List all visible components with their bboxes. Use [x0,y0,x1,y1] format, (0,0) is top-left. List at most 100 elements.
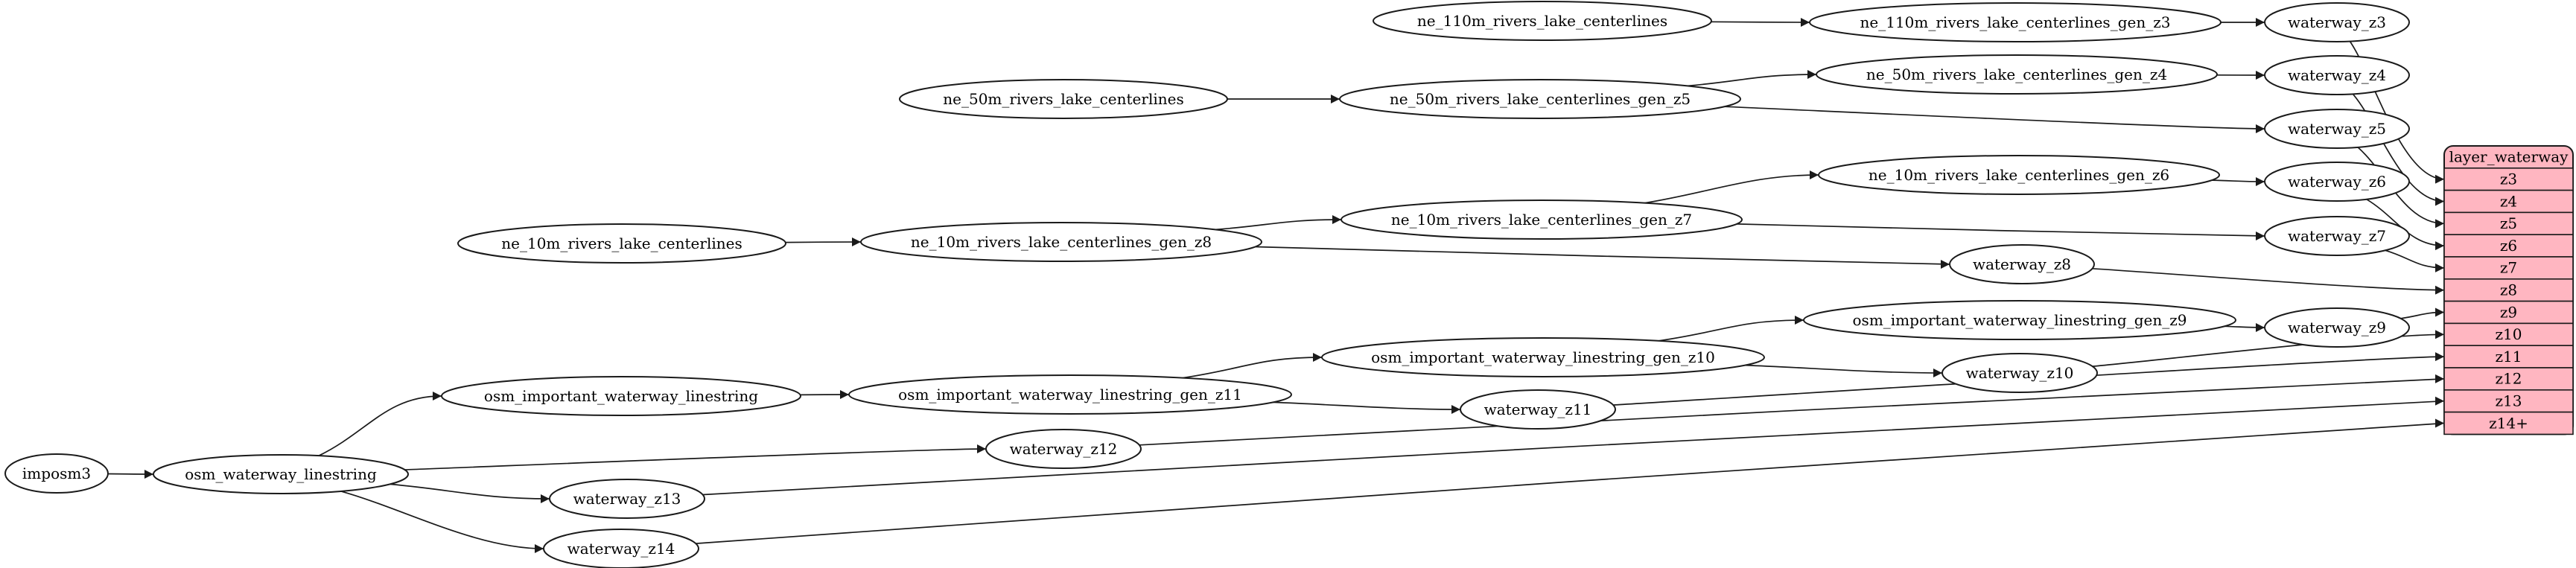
edge-waterway_z7-to-layer-z7 [2385,249,2445,272]
edge-osm_waterway_linestring-to-waterway_z14 [340,491,544,553]
record-row-label-z6: z6 [2500,237,2517,255]
node-shape-waterway_z9 [2264,307,2410,348]
node-ne_110m_rivers_lake_centerlines: ne_110m_rivers_lake_centerlines [1373,1,1712,41]
record-row-z5 [2443,211,2574,235]
node-label-waterway_z6: waterway_z6 [2288,173,2386,191]
node-imposm3: imposm3 [4,453,109,494]
node-shape-waterway_z3 [2264,2,2410,42]
record-row-label-z4: z4 [2500,192,2517,210]
edge-ne_10m_rivers_lake_centerlines_gen_z6-to-waterway_z6 [2211,176,2265,186]
node-waterway_z11: waterway_z11 [1460,389,1616,430]
node-waterway_z3: waterway_z3 [2264,2,2410,42]
record-row-z10 [2443,322,2574,346]
node-label-ne_10m_rivers_lake_centerlines_gen_z7: ne_10m_rivers_lake_centerlines_gen_z7 [1391,211,1692,229]
node-shape-ne_110m_rivers_lake_centerlines [1373,1,1712,41]
node-osm_important_waterway_linestring_gen_z10: osm_important_waterway_linestring_gen_z1… [1321,337,1765,377]
node-label-waterway_z11: waterway_z11 [1484,401,1592,418]
node-waterway_z9: waterway_z9 [2264,307,2410,348]
record-row-label-z8: z8 [2500,281,2517,299]
edge-osm_important_waterway_linestring_gen_z11-to-osm_important_waterway_linestring_gen_z10 [1183,353,1323,379]
node-shape-ne_50m_rivers_lake_centerlines_gen_z5 [1339,79,1741,119]
node-shape-osm_important_waterway_linestring [441,376,801,416]
node-shape-waterway_z6 [2264,162,2410,202]
record-row-label-z5: z5 [2500,214,2517,232]
edge-ne_10m_rivers_lake_centerlines-to-ne_10m_rivers_lake_centerlines_gen_z8 [785,237,862,247]
node-label-waterway_z13: waterway_z13 [573,490,681,508]
node-label-ne_110m_rivers_lake_centerlines: ne_110m_rivers_lake_centerlines [1417,12,1667,30]
node-label-waterway_z8: waterway_z8 [1973,255,2071,273]
edge-ne_10m_rivers_lake_centerlines_gen_z8-to-ne_10m_rivers_lake_centerlines_gen_z7 [1215,215,1342,231]
node-label-waterway_z9: waterway_z9 [2288,319,2386,336]
edges-layer [107,17,2445,553]
edge-waterway_z5-to-layer-z5 [2357,147,2445,229]
node-label-osm_important_waterway_linestring: osm_important_waterway_linestring [484,387,758,405]
edge-ne_10m_rivers_lake_centerlines_gen_z7-to-ne_10m_rivers_lake_centerlines_gen_z6 [1644,170,1819,204]
node-waterway_z8: waterway_z8 [1949,244,2095,284]
node-shape-waterway_z13 [549,479,705,519]
node-label-imposm3: imposm3 [22,465,91,482]
edge-imposm3-to-osm_waterway_linestring [107,469,154,479]
node-shape-osm_important_waterway_linestring_gen_z10 [1321,337,1765,377]
node-label-osm_important_waterway_linestring_gen_z10: osm_important_waterway_linestring_gen_z1… [1371,348,1715,366]
node-label-waterway_z7: waterway_z7 [2288,227,2386,245]
node-shape-waterway_z4 [2264,55,2410,95]
node-shape-ne_110m_rivers_lake_centerlines_gen_z3 [1809,2,2222,42]
edge-waterway_z10-to-layer-z10 [2092,330,2445,367]
node-ne_10m_rivers_lake_centerlines_gen_z8: ne_10m_rivers_lake_centerlines_gen_z8 [860,222,1262,262]
node-label-waterway_z12: waterway_z12 [1010,440,1118,458]
record-layer-waterway: layer_waterwayz3z4z5z6z7z8z9z10z11z12z13… [2443,145,2574,435]
node-label-waterway_z10: waterway_z10 [1966,364,2074,382]
record-row-label-z11: z11 [2496,348,2522,366]
edge-ne_50m_rivers_lake_centerlines_gen_z5-to-ne_50m_rivers_lake_centerlines_gen_z4 [1687,70,1817,87]
node-ne_50m_rivers_lake_centerlines_gen_z5: ne_50m_rivers_lake_centerlines_gen_z5 [1339,79,1741,119]
node-shape-ne_10m_rivers_lake_centerlines_gen_z6 [1818,155,2220,195]
node-label-waterway_z3: waterway_z3 [2288,13,2386,31]
record-row-label-z14+: z14+ [2489,414,2528,432]
node-shape-osm_important_waterway_linestring_gen_z11 [848,374,1292,415]
record-layer: layer_waterwayz3z4z5z6z7z8z9z10z11z12z13… [2443,145,2574,435]
edge-waterway_z4-to-layer-z4 [2352,93,2445,206]
edge-osm_important_waterway_linestring_gen_z10-to-osm_important_waterway_linestring_gen_z9 [1659,316,1804,342]
node-ne_10m_rivers_lake_centerlines_gen_z6: ne_10m_rivers_lake_centerlines_gen_z6 [1818,155,2220,195]
node-waterway_z10: waterway_z10 [1941,353,2098,393]
node-label-ne_110m_rivers_lake_centerlines_gen_z3: ne_110m_rivers_lake_centerlines_gen_z3 [1860,13,2171,31]
node-waterway_z4: waterway_z4 [2264,55,2410,95]
node-label-ne_10m_rivers_lake_centerlines_gen_z6: ne_10m_rivers_lake_centerlines_gen_z6 [1869,166,2169,184]
edge-waterway_z9-to-layer-z9 [2400,307,2445,319]
node-shape-waterway_z12 [985,429,1142,469]
node-shape-osm_waterway_linestring [153,454,409,494]
edge-osm_waterway_linestring-to-waterway_z13 [389,483,550,503]
edge-osm_important_waterway_linestring_gen_z11-to-waterway_z11 [1273,401,1461,414]
node-shape-osm_important_waterway_linestring_gen_z9 [1803,300,2236,340]
node-label-waterway_z5: waterway_z5 [2288,120,2386,138]
edge-waterway_z8-to-layer-z8 [2092,267,2445,295]
edge-waterway_z14-to-layer-z14+ [696,418,2445,544]
node-osm_waterway_linestring: osm_waterway_linestring [153,454,409,494]
node-ne_50m_rivers_lake_centerlines: ne_50m_rivers_lake_centerlines [899,79,1228,119]
edge-osm_important_waterway_linestring_gen_z9-to-waterway_z9 [2224,322,2265,332]
node-label-ne_50m_rivers_lake_centerlines_gen_z4: ne_50m_rivers_lake_centerlines_gen_z4 [1866,66,2167,83]
node-ne_10m_rivers_lake_centerlines_gen_z7: ne_10m_rivers_lake_centerlines_gen_z7 [1341,200,1743,240]
nodes-layer: imposm3 osm_waterway_linestring osm_import… [4,1,2410,568]
node-label-osm_important_waterway_linestring_gen_z9: osm_important_waterway_linestring_gen_z9 [1853,311,2187,329]
node-waterway_z13: waterway_z13 [549,479,705,519]
node-shape-waterway_z14 [543,529,699,568]
record-row-label-z9: z9 [2500,303,2517,321]
node-label-waterway_z14: waterway_z14 [567,540,675,558]
node-label-ne_50m_rivers_lake_centerlines: ne_50m_rivers_lake_centerlines [943,90,1183,108]
edge-ne_50m_rivers_lake_centerlines_gen_z5-to-waterway_z5 [1724,106,2265,133]
node-shape-ne_50m_rivers_lake_centerlines_gen_z4 [1816,54,2218,95]
record-row-z14+ [2443,411,2574,435]
node-label-ne_50m_rivers_lake_centerlines_gen_z5: ne_50m_rivers_lake_centerlines_gen_z5 [1390,90,1691,108]
record-row-label-z7: z7 [2500,259,2517,277]
edge-ne_10m_rivers_lake_centerlines_gen_z7-to-waterway_z7 [1736,223,2265,240]
node-shape-waterway_z10 [1941,353,2098,393]
record-row-label-z10: z10 [2496,325,2522,343]
record-row-label-z3: z3 [2500,170,2517,188]
edge-osm_waterway_linestring-to-waterway_z12 [404,444,987,470]
record-row-label-z12: z12 [2496,370,2522,388]
node-ne_10m_rivers_lake_centerlines: ne_10m_rivers_lake_centerlines [457,223,786,264]
node-shape-ne_10m_rivers_lake_centerlines_gen_z8 [860,222,1262,262]
